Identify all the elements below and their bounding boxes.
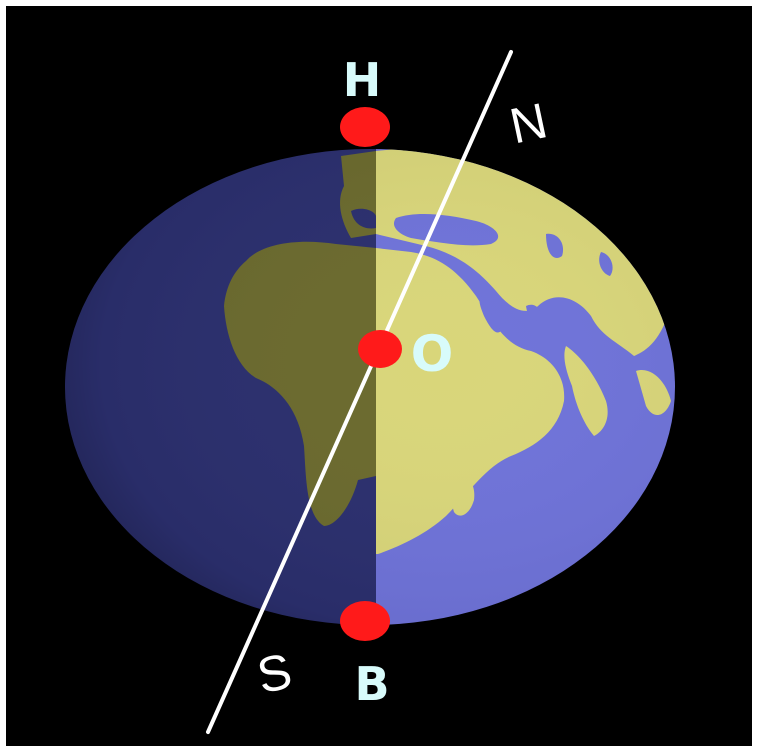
label-h: H [343,53,382,107]
point-b [340,601,390,641]
diagram-canvas: H O B N S [6,6,752,746]
point-o [358,330,402,368]
globe-shading [65,149,675,625]
label-b: B [354,657,389,711]
label-o: O [411,325,454,383]
point-h [340,107,390,147]
label-n: N [505,92,552,154]
earth-axis-diagram: H O B N S [6,6,752,746]
label-s: S [252,643,296,705]
